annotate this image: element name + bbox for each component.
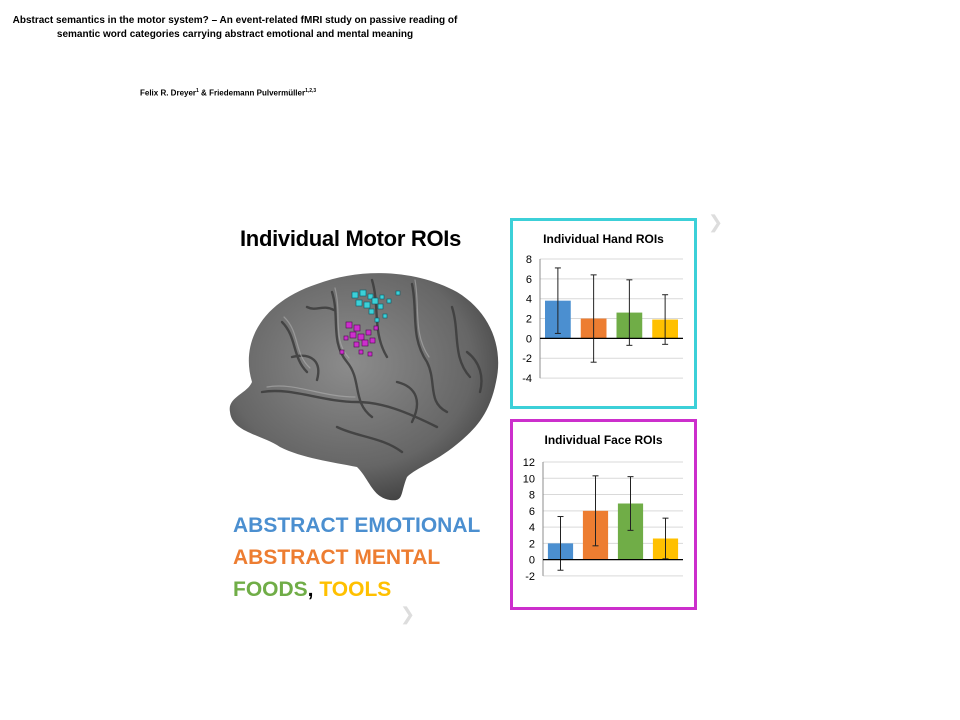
- author2-name: Friedemann Pulvermüller: [209, 88, 306, 98]
- y-tick-label: 12: [523, 457, 535, 469]
- y-tick-label: 10: [523, 473, 535, 485]
- legend-abstract-emotional: ABSTRACT EMOTIONAL: [233, 514, 481, 537]
- figure-heading: Individual Motor ROIs: [240, 226, 462, 251]
- author-line: Felix R. Dreyer1 & Friedemann Pulvermüll…: [140, 88, 316, 98]
- legend-foods: FOODS: [233, 578, 308, 601]
- brain-image: [229, 273, 499, 501]
- y-tick-label: 6: [526, 274, 532, 286]
- author1-affiliation: 1: [196, 88, 199, 94]
- legend-foods-tools-row: FOODS, TOOLS: [233, 574, 480, 606]
- brain-gyri: [260, 278, 483, 454]
- y-tick-label: 6: [529, 506, 535, 518]
- hand-chart-title: Individual Hand ROIs: [543, 232, 664, 246]
- paper-title-line1: Abstract semantics in the motor system? …: [12, 15, 458, 26]
- face-roi-cluster: [339, 321, 379, 357]
- legend-comma: ,: [307, 578, 314, 601]
- y-tick-label: -2: [522, 353, 532, 365]
- decorative-arrow-icon: ❯: [400, 604, 416, 624]
- author-and: &: [201, 88, 207, 98]
- author1-name: Felix R. Dreyer: [140, 88, 197, 98]
- y-tick-label: -2: [525, 571, 535, 583]
- y-tick-label: 4: [526, 294, 532, 306]
- brain-cortex-shape: [229, 273, 499, 501]
- y-tick-label: 2: [526, 314, 532, 326]
- face-roi-chart: 12 10 8 6 4 2 0 -2: [523, 457, 683, 583]
- hand-roi-chart: 8 6 4 2 0 -2 -4: [522, 254, 683, 385]
- hand-roi-cluster: [351, 289, 401, 323]
- y-tick-label: 0: [529, 555, 535, 567]
- paper-title-line2: semantic word categories carrying abstra…: [56, 29, 414, 40]
- brain-highlights: [266, 279, 430, 398]
- legend-abstract-mental: ABSTRACT MENTAL: [233, 546, 441, 569]
- paper-title: Abstract semantics in the motor system? …: [0, 14, 470, 42]
- face-roi-chart-panel: Individual Face ROIs 12 10 8 6 4 2 0 -2: [510, 419, 697, 610]
- y-tick-label: 0: [526, 333, 532, 345]
- hand-roi-chart-panel: Individual Hand ROIs 8 6 4 2 0 -2 -4: [510, 218, 697, 409]
- category-legend: ABSTRACT EMOTIONAL ABSTRACT MENTAL FOODS…: [233, 510, 480, 606]
- face-chart-title: Individual Face ROIs: [544, 433, 663, 447]
- decorative-arrow-icon: ❯: [708, 212, 724, 232]
- y-tick-label: 8: [529, 490, 535, 502]
- y-tick-label: 4: [529, 522, 535, 534]
- y-tick-label: 8: [526, 254, 532, 266]
- y-tick-label: -4: [522, 373, 532, 385]
- legend-tools: TOOLS: [319, 578, 392, 601]
- author2-affiliation: 1,2,3: [305, 88, 317, 94]
- y-tick-label: 2: [529, 538, 535, 550]
